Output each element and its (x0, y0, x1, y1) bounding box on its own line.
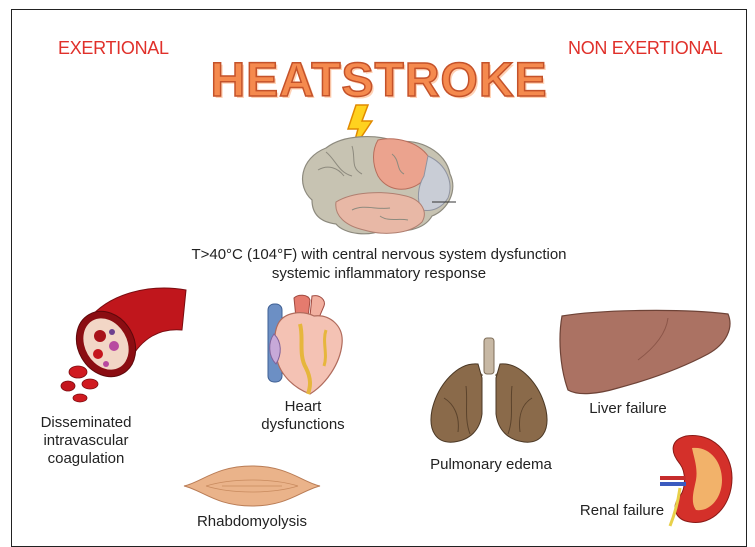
rhabdomyolysis-label: Rhabdomyolysis (182, 513, 322, 530)
pulmonary-edema-label: Pulmonary edema (416, 456, 566, 473)
heart-label-line-2: dysfunctions (248, 416, 358, 433)
renal-failure-label: Renal failure (572, 502, 672, 519)
dic-label-line-1: Disseminated (26, 414, 146, 431)
muscle-illustration (182, 460, 322, 510)
lungs-illustration (424, 338, 554, 450)
dic-label-line-2: intravascular (26, 432, 146, 449)
diagram-frame: EXERTIONAL NON EXERTIONAL HEATSTROKE T>4… (11, 9, 747, 547)
heart-illustration (254, 294, 354, 399)
liver-failure-label: Liver failure (568, 400, 688, 417)
liver-illustration (558, 308, 738, 400)
brain-illustration (292, 130, 462, 242)
definition-line-1: T>40°C (104°F) with central nervous syst… (152, 246, 606, 263)
heatstroke-title: HEATSTROKE (12, 53, 746, 108)
blood-vessel-illustration (56, 280, 196, 405)
heart-label-line-1: Heart (248, 398, 358, 415)
definition-line-2: systemic inflammatory response (152, 265, 606, 282)
dic-label-line-3: coagulation (26, 450, 146, 467)
